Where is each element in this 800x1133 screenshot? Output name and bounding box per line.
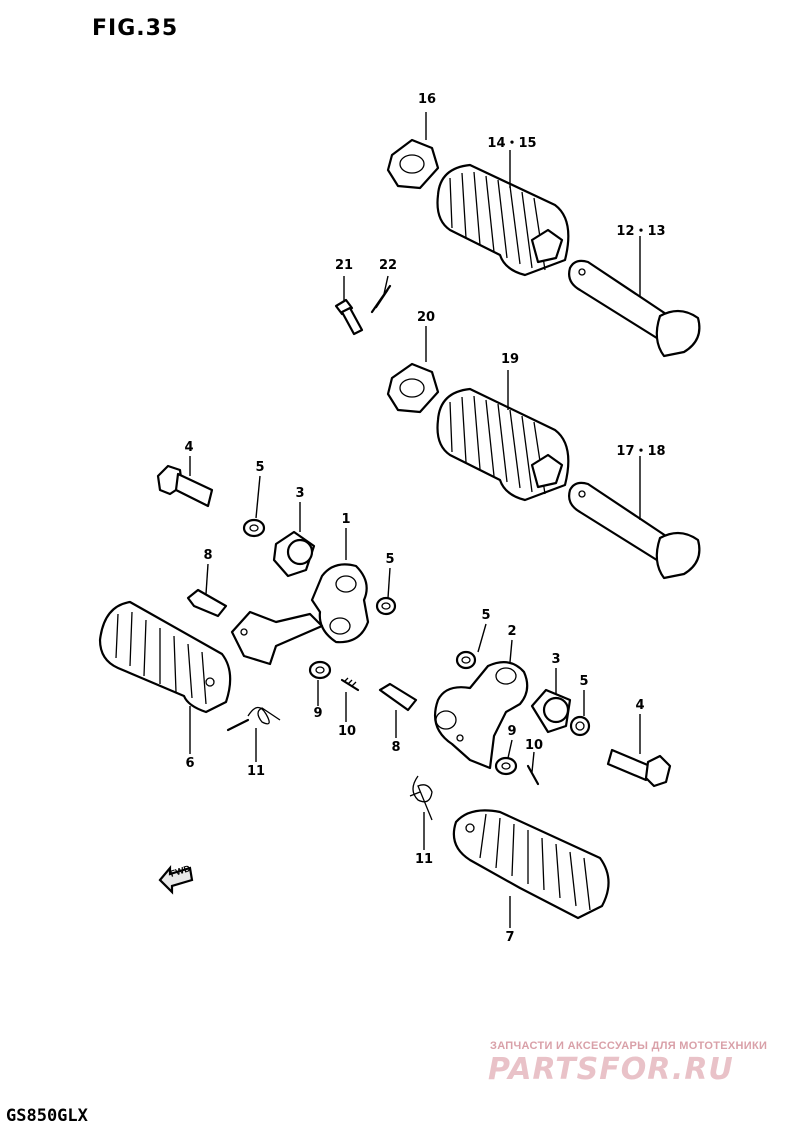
leader-lines bbox=[189, 112, 641, 928]
footrest-rubber-19 bbox=[436, 387, 570, 502]
washer-5-c bbox=[455, 650, 477, 670]
footrest-bracket-2 bbox=[434, 661, 529, 770]
callout-12-13: 12・13 bbox=[616, 224, 666, 239]
bushing-3-left bbox=[272, 530, 316, 578]
callout-10-a: 10 bbox=[337, 724, 357, 739]
washer-5-d bbox=[569, 715, 591, 737]
pin-8-left bbox=[186, 588, 228, 618]
bolt-4-left bbox=[156, 464, 214, 508]
callout-16: 16 bbox=[417, 92, 437, 107]
callout-4-left: 4 bbox=[184, 440, 194, 455]
callout-10-b: 10 bbox=[524, 738, 544, 753]
callout-9-a: 9 bbox=[313, 706, 323, 721]
bushing-3-right bbox=[530, 688, 572, 734]
callout-5-c: 5 bbox=[481, 608, 491, 623]
washer-5-a bbox=[242, 518, 266, 538]
callout-22: 22 bbox=[378, 258, 398, 273]
callout-11-right: 11 bbox=[414, 852, 434, 867]
figure-title: FIG.35 bbox=[92, 16, 179, 41]
bolt-21 bbox=[334, 298, 364, 336]
callout-21: 21 bbox=[334, 258, 354, 273]
footrest-bracket-17-18 bbox=[568, 481, 701, 580]
footrest-7 bbox=[452, 809, 610, 920]
callout-5-b: 5 bbox=[385, 552, 395, 567]
callout-2: 2 bbox=[507, 624, 517, 639]
pin-8-right bbox=[378, 682, 418, 712]
callout-7: 7 bbox=[505, 930, 515, 945]
pin-22 bbox=[370, 284, 392, 314]
washer-9-a bbox=[308, 660, 332, 680]
watermark-tagline: ЗАПЧАСТИ И АКСЕССУАРЫ ДЛЯ МОТОТЕХНИКИ bbox=[490, 1040, 768, 1052]
bolt-4-right bbox=[606, 748, 672, 788]
forward-arrow-icon bbox=[158, 864, 194, 895]
callout-8-left: 8 bbox=[203, 548, 213, 563]
callout-11-left: 11 bbox=[246, 764, 266, 779]
callout-17-18: 17・18 bbox=[616, 444, 666, 459]
washer-5-b bbox=[375, 596, 397, 616]
callout-20: 20 bbox=[416, 310, 436, 325]
callout-14-15: 14・15 bbox=[487, 136, 537, 151]
callout-3-right: 3 bbox=[551, 652, 561, 667]
callout-5-a: 5 bbox=[255, 460, 265, 475]
callout-4-right: 4 bbox=[635, 698, 645, 713]
footrest-bracket-12-13 bbox=[568, 259, 701, 358]
callout-19: 19 bbox=[500, 352, 520, 367]
washer-9-b bbox=[494, 756, 518, 776]
callout-1: 1 bbox=[341, 512, 351, 527]
callout-9-b: 9 bbox=[507, 724, 517, 739]
callout-6: 6 bbox=[185, 756, 195, 771]
gasket-16 bbox=[386, 138, 440, 190]
callout-5-d: 5 bbox=[579, 674, 589, 689]
spring-11-right bbox=[409, 775, 433, 821]
gasket-20 bbox=[386, 362, 440, 414]
footrest-bracket-1 bbox=[230, 563, 370, 666]
model-label: GS850GLX bbox=[6, 1106, 88, 1126]
watermark-logo: PARTSFOR.RU bbox=[488, 1052, 734, 1087]
callout-3-left: 3 bbox=[295, 486, 305, 501]
spring-11-left bbox=[226, 706, 281, 732]
footrest-6 bbox=[98, 600, 232, 714]
callout-8-right: 8 bbox=[391, 740, 401, 755]
cotter-pin-10-a bbox=[340, 677, 360, 692]
footrest-rubber-14-15 bbox=[436, 163, 570, 277]
cotter-pin-10-b bbox=[526, 764, 540, 786]
